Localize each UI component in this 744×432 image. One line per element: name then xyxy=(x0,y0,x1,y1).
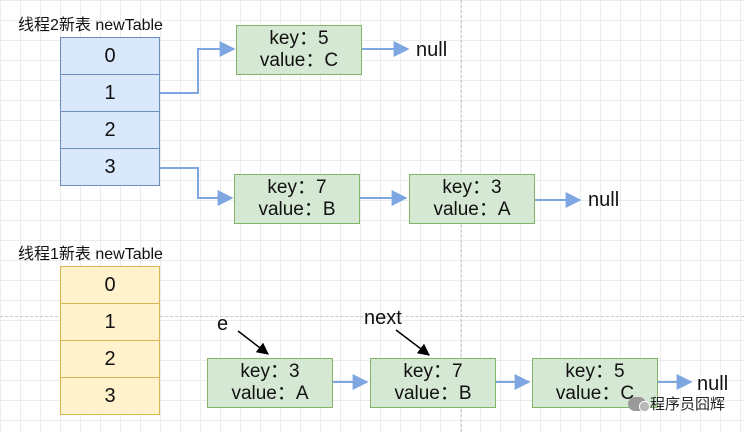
node-key: key：3 xyxy=(442,177,502,198)
node-key: key：7 xyxy=(267,177,327,198)
thread2-node-key5: key：5 value：C xyxy=(236,25,362,75)
thread2-node-key3: key：3 value：A xyxy=(409,174,535,224)
thread2-bucket-0: 0 xyxy=(60,37,160,75)
arrow-bucket3-to-node-key7 xyxy=(160,167,234,206)
pointer-next-label: next xyxy=(364,307,402,329)
thread1-bucket-2: 2 xyxy=(60,340,160,378)
thread1-bucket-1: 1 xyxy=(60,303,160,341)
node-key: key：3 xyxy=(240,361,300,382)
thread1-bucket-table: 0 1 2 3 xyxy=(60,266,160,415)
watermark: 程序员囧辉 xyxy=(628,393,725,414)
pointer-e-arrow xyxy=(237,330,269,355)
thread1-bucket-0: 0 xyxy=(60,266,160,304)
dashed-guide-horizontal xyxy=(0,316,744,317)
thread1-list-null: null xyxy=(697,373,729,395)
thread1-node-key3: key：3 value：A xyxy=(207,358,333,408)
node-key: key：7 xyxy=(403,361,463,382)
node-value: value：B xyxy=(258,199,336,220)
node-key: key：5 xyxy=(269,28,329,49)
thread1-bucket-3: 3 xyxy=(60,377,160,415)
node-value: value：A xyxy=(433,199,511,220)
wechat-icon xyxy=(628,396,650,412)
node-value: value：B xyxy=(394,383,472,404)
thread2-bucket3-null: null xyxy=(588,189,620,211)
node-value: value：C xyxy=(259,50,339,71)
watermark-text: 程序员囧辉 xyxy=(650,396,726,413)
pointer-next-arrow xyxy=(395,329,430,356)
thread1-table-title: 线程1新表 newTable xyxy=(18,246,163,263)
thread2-bucket-1: 1 xyxy=(60,74,160,112)
node-value: value：A xyxy=(231,383,309,404)
node-value: value：C xyxy=(555,383,635,404)
thread2-table-title: 线程2新表 newTable xyxy=(18,17,163,34)
thread2-node-key7: key：7 value：B xyxy=(234,174,360,224)
thread2-bucket-table: 0 1 2 3 xyxy=(60,37,160,186)
pointer-e-label: e xyxy=(217,313,229,335)
thread2-bucket-3: 3 xyxy=(60,148,160,186)
node-key: key：5 xyxy=(565,361,625,382)
arrow-bucket1-to-node-key5 xyxy=(160,41,236,94)
thread1-node-key7: key：7 value：B xyxy=(370,358,496,408)
thread2-bucket1-null: null xyxy=(416,39,448,61)
thread2-bucket-2: 2 xyxy=(60,111,160,149)
